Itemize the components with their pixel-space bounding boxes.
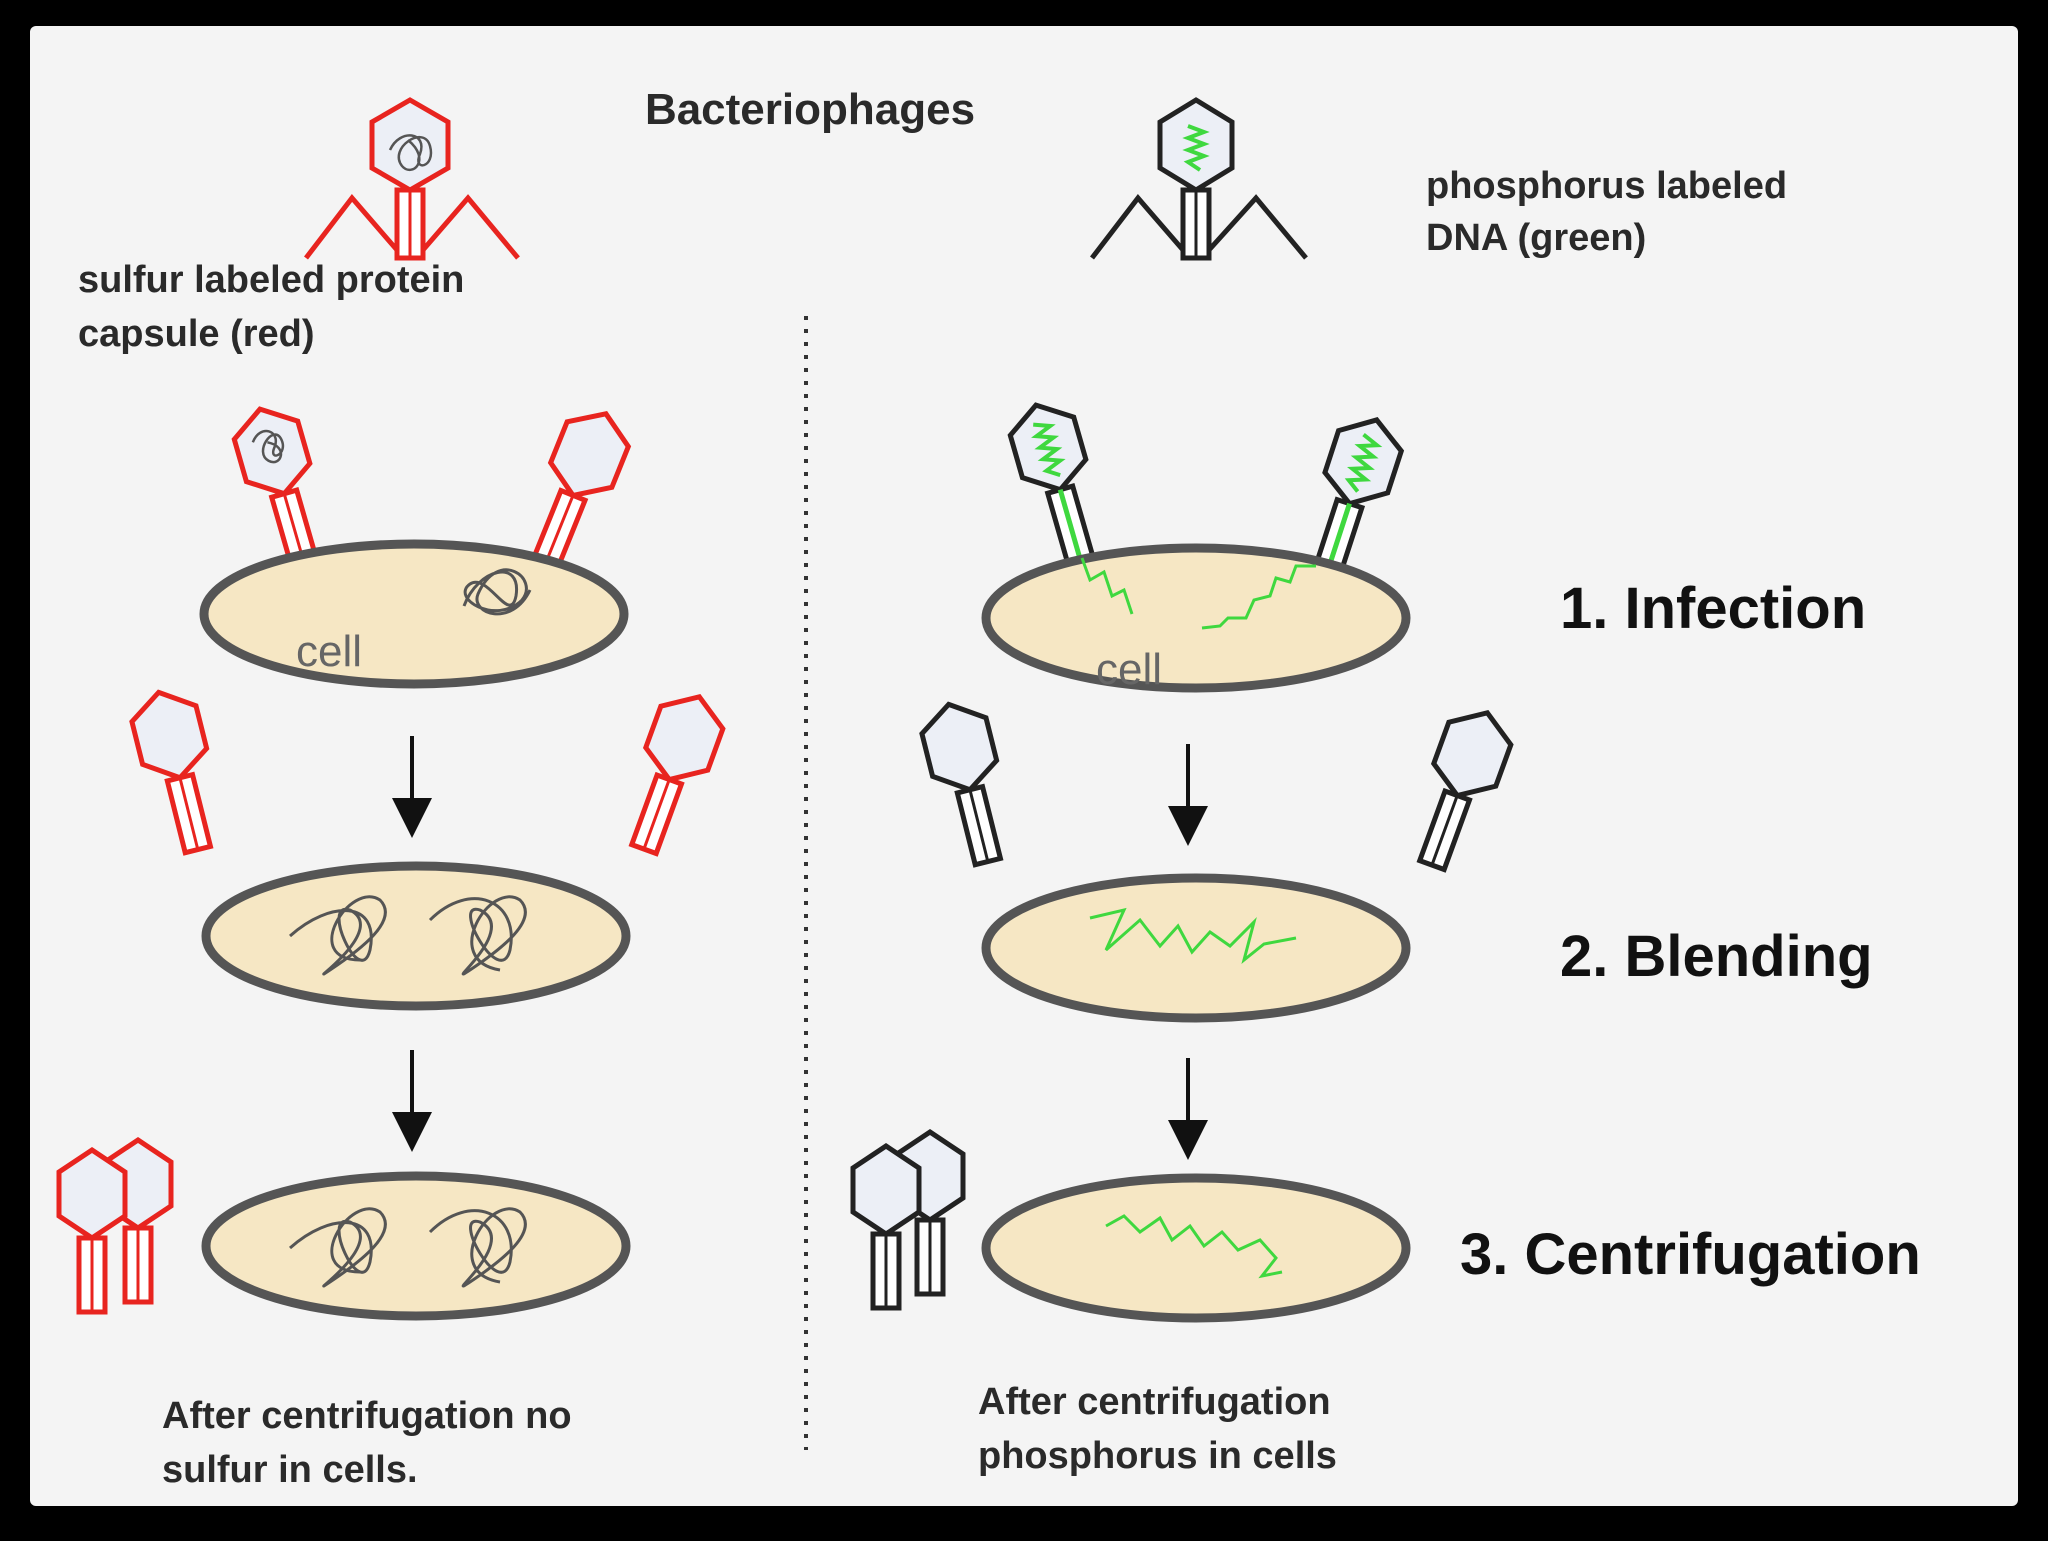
left-caption-line2: sulfur in cells.: [162, 1449, 418, 1491]
sulfur-label-line1: sulfur labeled protein: [78, 259, 464, 301]
right-cell-infection: [981, 543, 1411, 693]
diagram-title: Bacteriophages: [645, 85, 975, 134]
legend-phosphorus-phage: [1090, 97, 1308, 261]
phosphorus-label-line2: DNA (green): [1426, 217, 1646, 259]
step-centrifugation: 3. Centrifugation: [1460, 1222, 1921, 1287]
left-dna-centrifugation-2: [428, 1207, 527, 1288]
step-infection: 1. Infection: [1560, 576, 1866, 641]
phosphorus-label-line1: phosphorus labeled: [1426, 165, 1787, 207]
diagram-background: [30, 26, 2018, 1506]
left-cell-infection: [199, 539, 629, 689]
right-dna-centrifugation: [1105, 1214, 1283, 1279]
left-cell-blending: [201, 861, 631, 1011]
right-injected-dna-1: [1080, 557, 1134, 615]
right-caption-line1: After centrifugation: [978, 1381, 1331, 1423]
left-cell-centrifugation: [201, 1171, 631, 1321]
step-blending: 2. Blending: [1560, 924, 1873, 989]
right-cell-label: cell: [1096, 645, 1162, 694]
sulfur-label-line2: capsule (red): [78, 313, 315, 355]
right-cell-centrifugation: [981, 1173, 1411, 1323]
right-caption-line2: phosphorus in cells: [978, 1435, 1337, 1477]
left-injected-dna-infection: [462, 568, 532, 616]
left-caption-line1: After centrifugation no: [162, 1395, 572, 1437]
right-injected-dna-2: [1201, 564, 1316, 630]
left-dna-blending-2: [428, 895, 527, 976]
legend-sulfur-phage: [304, 97, 520, 261]
right-dna-blending: [1089, 907, 1297, 965]
left-dna-blending-1: [288, 895, 387, 976]
left-cell-label: cell: [296, 627, 362, 676]
left-dna-centrifugation-1: [288, 1207, 387, 1288]
